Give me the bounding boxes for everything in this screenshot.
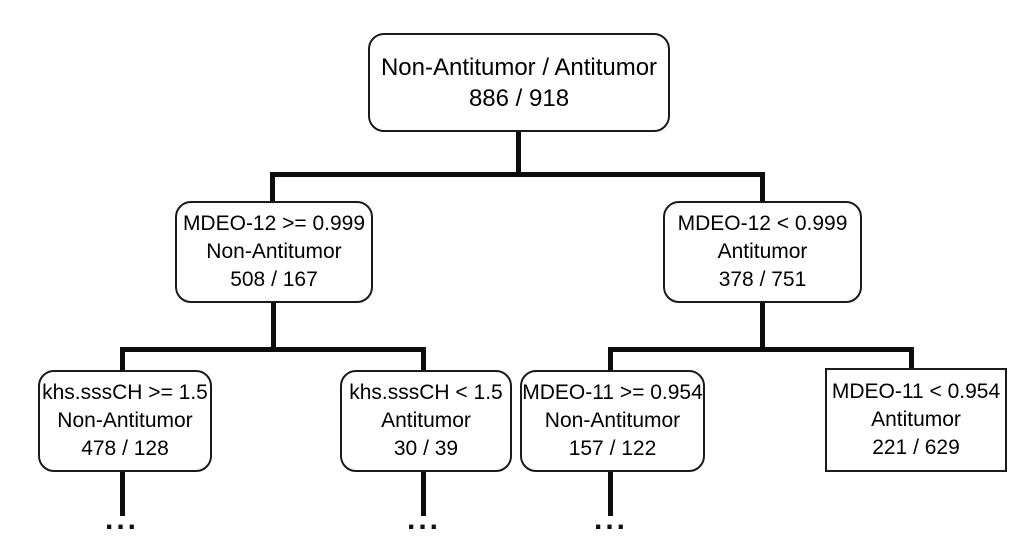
connector-level1-bar [270, 172, 765, 177]
node-condition: MDEO-11 >= 0.954 [522, 381, 703, 404]
node-counts: 508 / 167 [230, 268, 318, 291]
connector-level2-left-bar [120, 347, 426, 352]
tree-node-mdeo11-ge: MDEO-11 >= 0.954 Non-Antitumor 157 / 122 [520, 370, 705, 472]
connector-leaf1-drop [120, 347, 125, 371]
connector-leaf3-continuation-stub [608, 470, 613, 516]
continuation-ellipsis-leaf1: ... [104, 503, 139, 536]
node-counts: 157 / 122 [568, 437, 657, 460]
node-condition: MDEO-11 < 0.954 [831, 380, 1001, 403]
node-class-label: Antitumor [717, 240, 808, 263]
connector-leaf2-continuation-stub [421, 470, 426, 516]
tree-node-mdeo12-lt: MDEO-12 < 0.999 Antitumor 378 / 751 [663, 201, 862, 303]
connector-level1-right-drop [760, 172, 765, 202]
continuation-ellipsis-leaf3: ... [593, 503, 628, 536]
tree-node-khs-lt: khs.sssCH < 1.5 Antitumor 30 / 39 [340, 370, 512, 472]
connector-level2-right-bar [608, 347, 914, 352]
connector-root-stem [516, 130, 521, 177]
node-counts: 886 / 918 [468, 84, 570, 112]
node-counts: 30 / 39 [393, 437, 459, 460]
node-condition: khs.sssCH >= 1.5 [42, 381, 208, 404]
node-class-label: Antitumor [871, 408, 961, 431]
connector-left-child-stem [271, 302, 276, 352]
connector-level1-left-drop [270, 172, 275, 202]
node-condition: MDEO-12 < 0.999 [677, 212, 848, 235]
node-counts: 378 / 751 [718, 268, 807, 291]
node-class-label: Non-Antitumor [544, 409, 681, 432]
node-class-label: Non-Antitumor / Antitumor [380, 53, 658, 81]
connector-leaf2-drop [421, 347, 426, 371]
tree-node-mdeo12-ge: MDEO-12 >= 0.999 Non-Antitumor 508 / 167 [175, 201, 373, 303]
tree-node-khs-ge: khs.sssCH >= 1.5 Non-Antitumor 478 / 128 [38, 370, 212, 472]
node-class-label: Non-Antitumor [206, 240, 342, 263]
node-class-label: Non-Antitumor [57, 409, 193, 432]
node-condition: MDEO-12 >= 0.999 [182, 212, 366, 235]
tree-node-mdeo11-lt-terminal: MDEO-11 < 0.954 Antitumor 221 / 629 [825, 368, 1007, 472]
connector-leaf3-drop [608, 347, 613, 371]
node-counts: 221 / 629 [872, 436, 960, 459]
continuation-ellipsis-leaf2: ... [406, 503, 441, 536]
node-condition: khs.sssCH < 1.5 [349, 381, 503, 404]
tree-node-root: Non-Antitumor / Antitumor 886 / 918 [368, 33, 670, 132]
connector-leaf1-continuation-stub [120, 470, 125, 516]
node-class-label: Antitumor [381, 409, 471, 432]
connector-leaf4-drop [909, 347, 914, 369]
connector-right-child-stem [760, 302, 765, 352]
node-counts: 478 / 128 [81, 437, 169, 460]
